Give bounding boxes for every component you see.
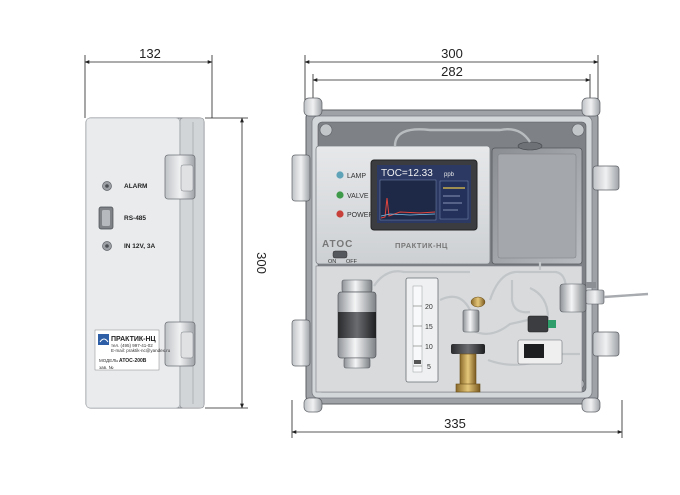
dim-side-width: 132 — [139, 46, 161, 61]
scale-20: 20 — [425, 304, 433, 311]
scale-15: 15 — [425, 324, 433, 331]
dim-front-total: 335 — [444, 416, 466, 431]
valve-label: VALVE — [347, 193, 369, 200]
side-hinge-top — [164, 154, 196, 200]
switch-off-label: OFF — [346, 259, 358, 265]
filter-cylinder — [337, 279, 377, 369]
flowmeter: 20 15 10 5 — [405, 277, 439, 383]
front-view: LAMP VALVE POWER TOC=12.33 ppb ATOC ПРАК… — [291, 97, 649, 413]
power-label: POWER — [347, 212, 373, 219]
lamp-label: LAMP — [347, 173, 366, 180]
company-name: ПРАКТИК-НЦ — [111, 336, 157, 343]
lamp-led — [336, 171, 344, 179]
switch-on-label: ON — [328, 259, 336, 265]
power-in-label: IN 12V, 3A — [124, 243, 156, 250]
alarm-label: ALARM — [124, 183, 147, 190]
toc-unit: ppb — [444, 172, 455, 178]
valve-assembly — [451, 296, 486, 393]
dimension-lines — [84, 55, 623, 438]
rs485-label: RS-485 — [124, 215, 146, 222]
tubing — [373, 262, 580, 366]
contact-email: E-mail: praktik-nc@yandex.ru — [111, 348, 171, 353]
dim-side-height: 300 — [254, 252, 269, 274]
power-switch[interactable] — [332, 250, 348, 259]
dim-front-inner: 282 — [441, 64, 463, 79]
dim-front-outer: 300 — [441, 46, 463, 61]
model-name: АТОС-200В — [119, 358, 147, 364]
scale-10: 10 — [425, 344, 433, 351]
brand-company: ПРАКТИК-НЦ — [395, 241, 448, 250]
top-tube — [393, 128, 532, 147]
brand-logo: ATOC — [322, 239, 353, 250]
power-led — [336, 210, 344, 218]
toc-reading: TOC=12.33 — [381, 168, 433, 179]
side-view: ALARM RS-485 IN 12V, 3A ПРАКТИК-НЦ тел. … — [85, 117, 205, 409]
scale-5: 5 — [427, 364, 431, 371]
serial-label: зав. № — [99, 365, 113, 370]
front-hinge-left — [291, 154, 311, 367]
outlet-fitting — [559, 282, 649, 313]
side-hinge-bottom — [164, 321, 196, 367]
pump-sensor — [517, 315, 563, 365]
model-prefix: МОДЕЛЬ — [99, 358, 118, 363]
valve-led — [336, 191, 344, 199]
nameplate: ПРАКТИК-НЦ тел. (495) 997-41-02 E-mail: … — [94, 329, 171, 371]
contact-tel: тел. (495) 997-41-02 — [111, 343, 153, 348]
mounting-ears — [303, 97, 601, 413]
front-latch-right — [592, 165, 620, 357]
display-graph — [379, 179, 437, 221]
